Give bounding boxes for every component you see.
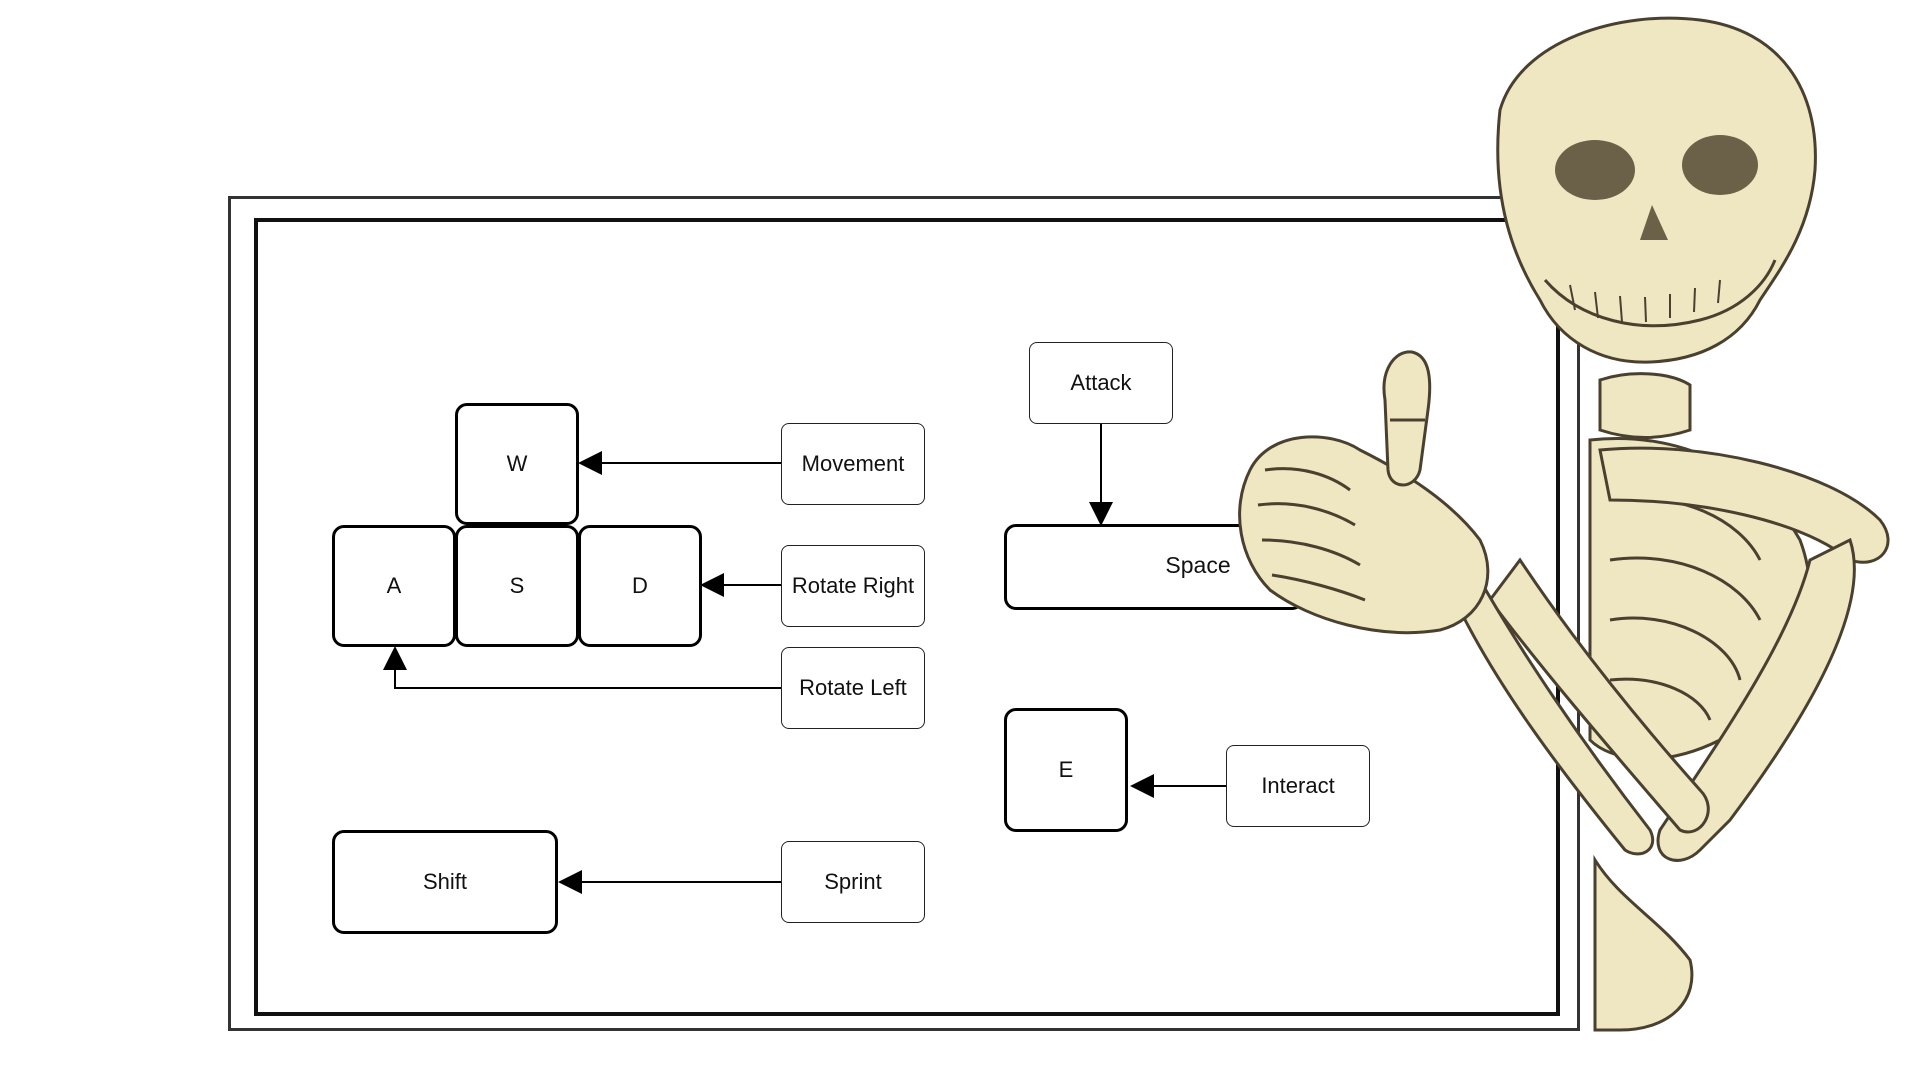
action-attack: Attack (1029, 342, 1173, 424)
key-w: W (455, 403, 579, 525)
space-key-label: Space (1165, 551, 1231, 578)
arrow-rotate-left-to-a (383, 646, 781, 689)
key-a: A (332, 525, 456, 647)
key-d: D (578, 525, 702, 647)
action-rotate-left: Rotate Left (781, 647, 925, 729)
key-shift: Shift (332, 830, 558, 934)
outer-frame (228, 196, 1580, 1031)
action-interact: Interact (1226, 745, 1370, 827)
key-e: E (1004, 708, 1128, 832)
action-movement: Movement (781, 423, 925, 505)
action-rotate-right: Rotate Right (781, 545, 925, 627)
key-s: S (455, 525, 579, 647)
action-sprint: Sprint (781, 841, 925, 923)
